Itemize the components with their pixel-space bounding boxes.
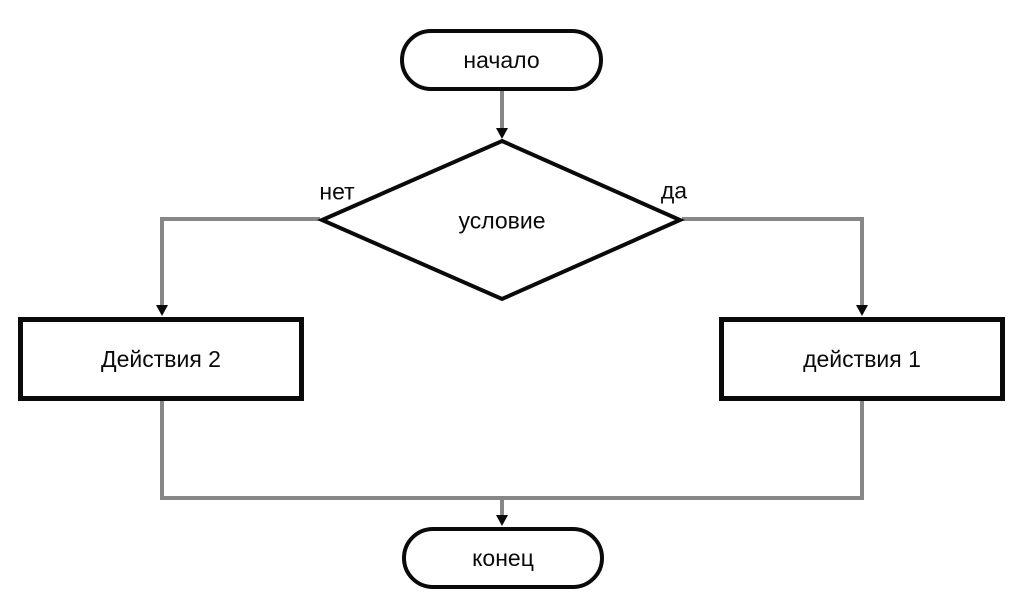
node-actions2: Действия 2	[18, 317, 304, 401]
node-start-label: начало	[463, 46, 540, 73]
edge-condition-actions1-arrowhead-icon	[856, 305, 868, 316]
edge-condition-actions2-arrowhead-icon	[156, 305, 168, 316]
edge-start-condition-arrowhead-icon	[496, 128, 508, 139]
node-actions2-label: Действия 2	[101, 345, 221, 372]
edge-label-yes: да	[660, 177, 688, 204]
edge-condition-actions1-line	[682, 217, 864, 306]
node-condition-diamond	[317, 138, 685, 302]
node-actions1: действия 1	[719, 317, 1005, 401]
edge-merge-line	[160, 400, 864, 500]
edge-merge-end-arrowhead-icon	[496, 515, 508, 526]
node-actions1-label: действия 1	[803, 345, 921, 372]
edge-label-no: нет	[319, 178, 355, 205]
node-start: начало	[400, 29, 603, 91]
node-condition-label: условие	[458, 207, 546, 234]
edge-condition-actions2-line	[160, 217, 320, 306]
node-end-label: конец	[472, 544, 534, 571]
node-end: конец	[402, 527, 604, 589]
